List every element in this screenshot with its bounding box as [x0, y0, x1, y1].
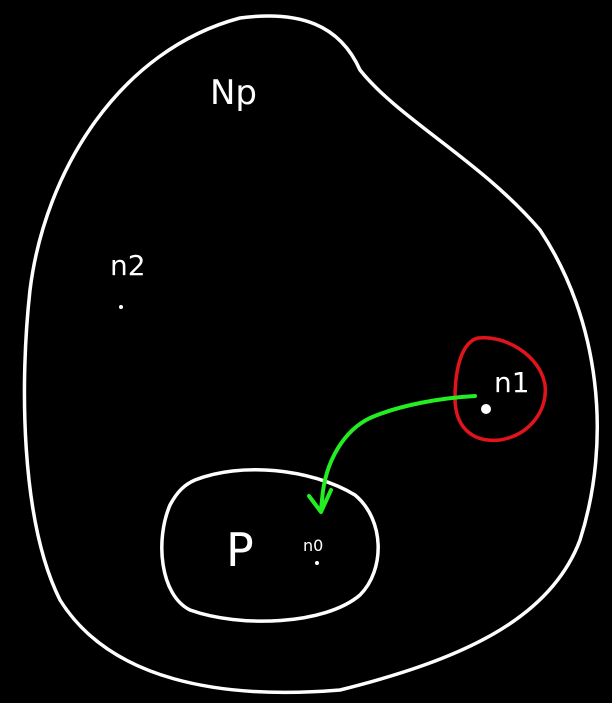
np-region-outline	[22, 14, 600, 695]
transition-arrow	[319, 394, 477, 512]
n2-outer-dot	[119, 305, 123, 309]
transition-arrowhead	[307, 488, 333, 514]
n1-label: n1	[494, 366, 530, 399]
n2-outer-label: n2	[110, 249, 146, 282]
n0-label: n0	[303, 536, 323, 555]
n0-dot	[315, 561, 319, 565]
np-label: Np	[210, 73, 257, 113]
p-region-outline	[160, 468, 380, 623]
n1-neighborhood-outline	[453, 336, 548, 442]
p-label: P	[226, 523, 254, 577]
n1-dot	[481, 404, 491, 414]
